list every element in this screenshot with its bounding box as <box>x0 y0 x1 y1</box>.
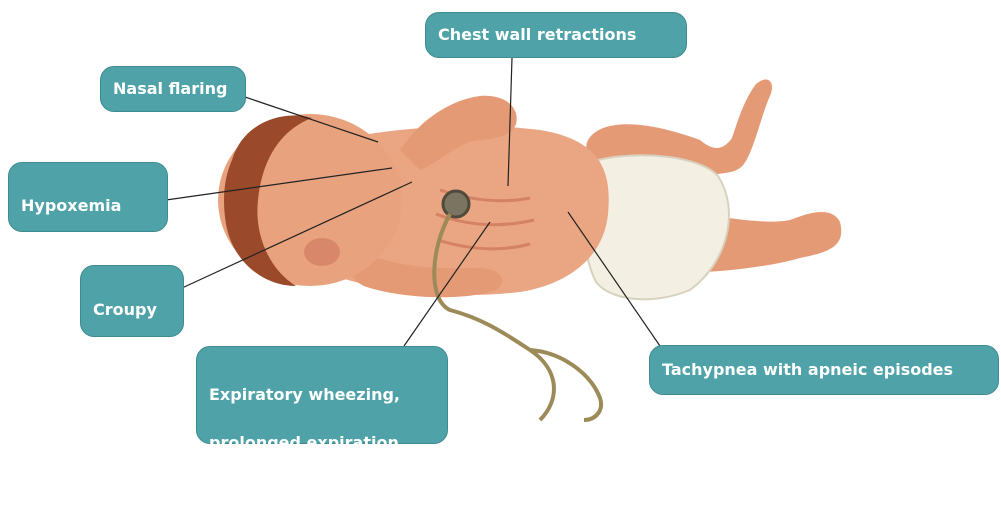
infant-ear <box>304 238 340 266</box>
label-hypoxemia-cyanosis: Hypoxemia and cyanosis <box>8 162 168 232</box>
label-tachypnea-apneic: Tachypnea with apneic episodes <box>649 345 999 395</box>
label-expiratory-wheezing: Expiratory wheezing, prolonged expiratio… <box>196 346 448 444</box>
label-line: rales and rhonchi <box>209 479 435 503</box>
label-line: prolonged expiration, <box>209 431 435 455</box>
label-line: cough <box>93 343 171 365</box>
label-croupy-cough: Croupy cough <box>80 265 184 337</box>
label-line: and cyanosis <box>21 239 155 261</box>
label-line: Expiratory wheezing, <box>209 383 435 407</box>
label-line: Croupy <box>93 299 171 321</box>
label-chest-wall-retractions: Chest wall retractions <box>425 12 687 58</box>
label-line: Hypoxemia <box>21 195 155 217</box>
label-nasal-flaring: Nasal flaring <box>100 66 246 112</box>
stethoscope-chestpiece <box>443 191 469 217</box>
